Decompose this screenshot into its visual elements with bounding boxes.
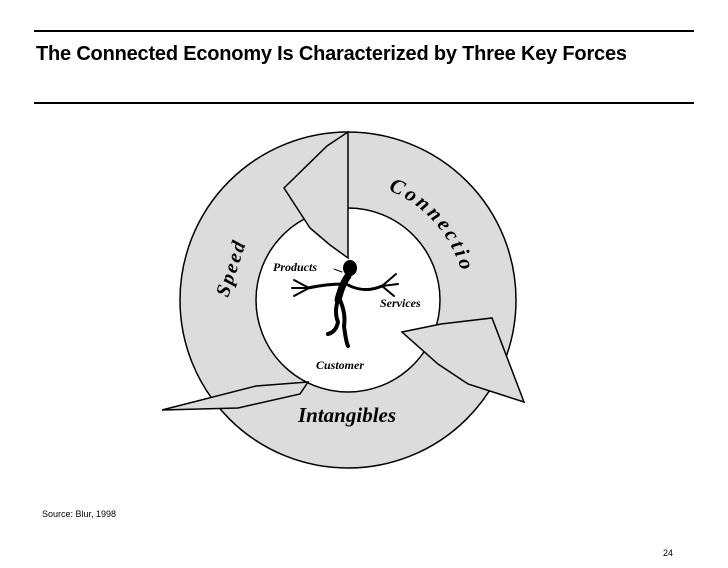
connection-arrow: [283, 130, 349, 260]
customer-label: Customer: [316, 358, 364, 372]
products-label: Products: [273, 260, 317, 274]
title-top-rule: [34, 30, 694, 32]
intangibles-label: Intangibles: [297, 403, 396, 427]
slide-title: The Connected Economy Is Characterized b…: [36, 43, 627, 65]
source-note: Source: Blur, 1998: [42, 509, 117, 519]
intangibles-arrow: [400, 317, 526, 404]
speed-arrow: [161, 381, 310, 411]
services-label: Services: [380, 296, 421, 310]
customer-figure-icon: [291, 260, 399, 348]
title-bottom-rule: [34, 102, 694, 104]
page-number: 24: [663, 548, 674, 558]
